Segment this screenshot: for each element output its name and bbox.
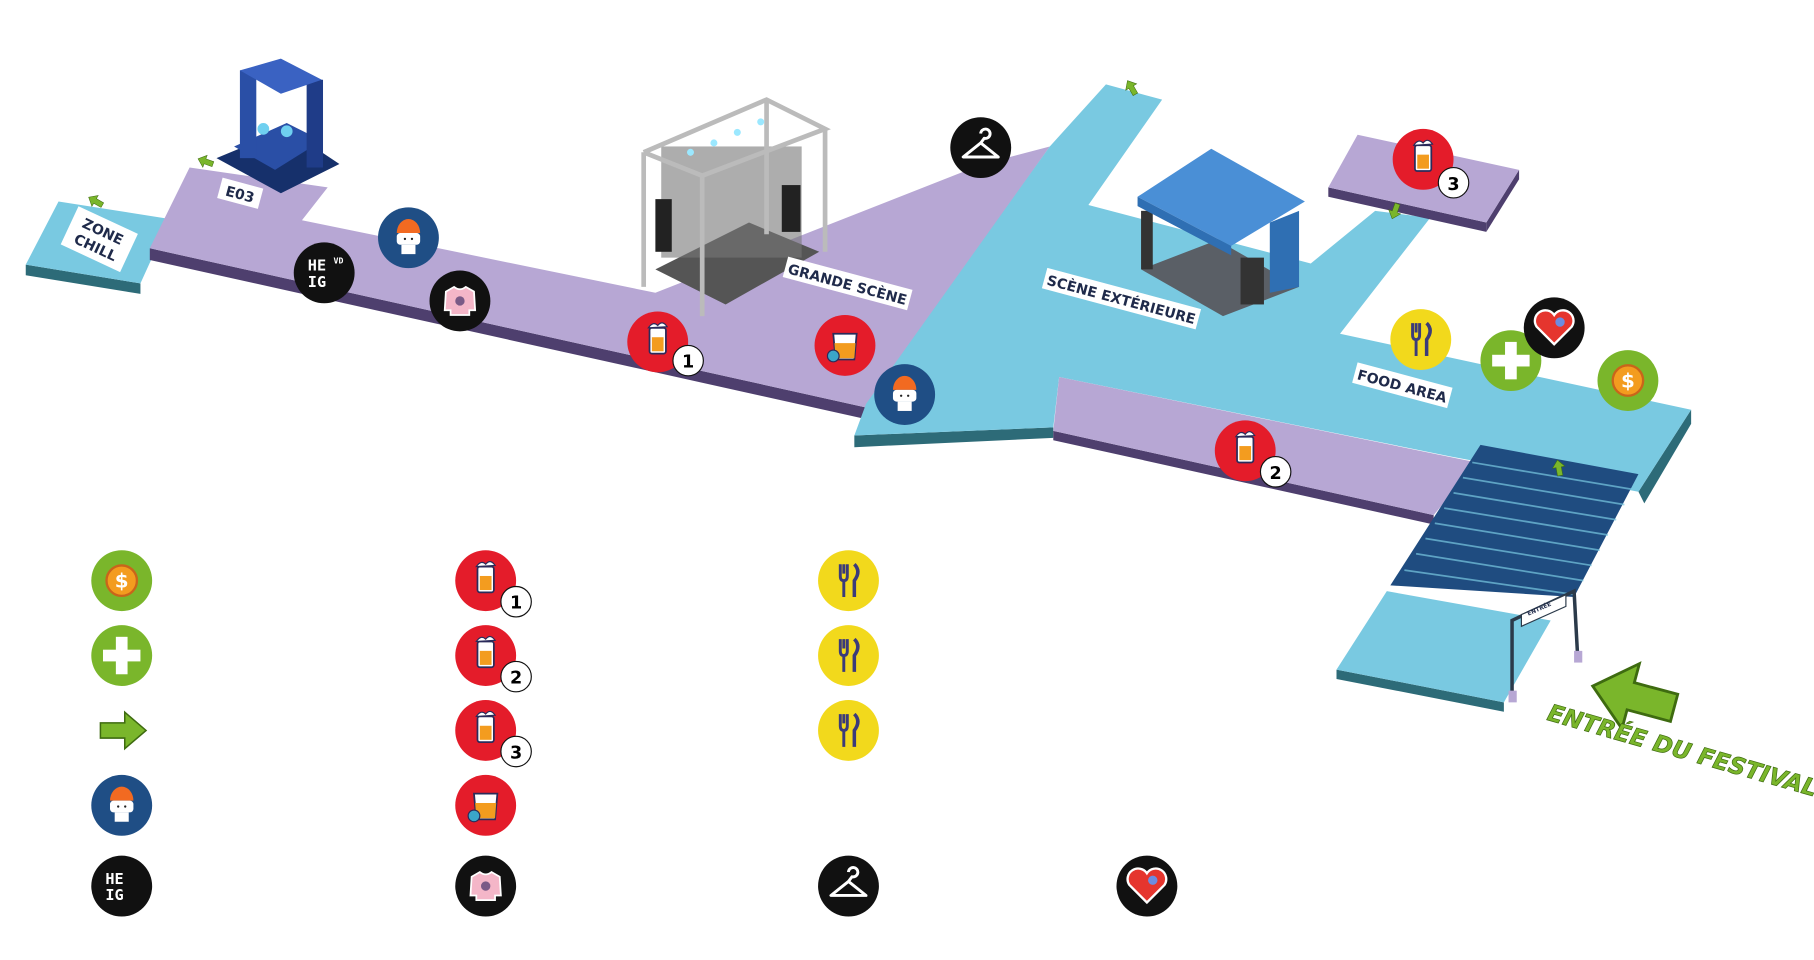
- sweater-icon: [443, 286, 477, 316]
- legend-item-cloakroom: [818, 855, 879, 917]
- cashpoint-marker[interactable]: [1597, 350, 1659, 411]
- bar-2-marker[interactable]: 2: [1214, 420, 1292, 488]
- heig-logo: VD: [334, 255, 344, 265]
- direction-arrow-icon: [195, 152, 216, 171]
- svg-text:IG: IG: [308, 273, 326, 291]
- bar-number-badge: 2: [510, 669, 522, 689]
- svg-text:HE: HE: [105, 870, 123, 888]
- e03-building: [216, 58, 340, 194]
- grande-scene-stage: [641, 97, 831, 317]
- coin-icon: [105, 564, 139, 598]
- legend-item-heart: [1116, 855, 1178, 917]
- e03-label-text: E03: [224, 184, 256, 207]
- beer-icon: [475, 560, 496, 594]
- bar-number-badge: 3: [510, 744, 522, 764]
- beer-icon: [475, 635, 496, 669]
- beer-icon: [1412, 139, 1434, 172]
- legend-item-coin: [91, 550, 153, 612]
- legend-item-drinks: [455, 774, 517, 836]
- coin-icon: [1611, 364, 1645, 397]
- legend-item-toilet: [91, 774, 153, 836]
- drinks-marker[interactable]: [814, 314, 876, 376]
- legend-item-food: [818, 700, 879, 761]
- beer-icon: [475, 710, 496, 744]
- svg-text:IG: IG: [105, 886, 123, 904]
- first-aid-marker[interactable]: [1480, 330, 1542, 392]
- legend-item-first-aid: [91, 625, 153, 686]
- bar-number-badge: 1: [682, 353, 694, 373]
- bar-number-badge: 3: [1447, 175, 1459, 195]
- legend-item-bar-2: 2: [455, 625, 532, 693]
- legend-item-merch: [455, 855, 517, 917]
- food-marker[interactable]: [1390, 309, 1452, 370]
- legend-item-food: [818, 550, 879, 612]
- bar-1-marker[interactable]: 1: [627, 311, 704, 377]
- legend-item-bar-3: 3: [455, 700, 532, 768]
- cloakroom-marker[interactable]: [950, 117, 1012, 179]
- legend-item-direction: [99, 711, 147, 750]
- legend-item-bar-1: 1: [455, 550, 532, 618]
- beer-icon: [647, 321, 668, 355]
- sweater-icon: [469, 871, 502, 902]
- beer-icon: [1234, 430, 1256, 464]
- merch-marker[interactable]: [429, 270, 491, 332]
- heart-marker[interactable]: [1523, 297, 1585, 359]
- bar-number-badge: 1: [510, 594, 522, 614]
- scene-exterieure-stage: [1137, 148, 1305, 317]
- stairs[interactable]: [1336, 444, 1639, 712]
- entrance-gate: ENTRÉE: [1508, 588, 1583, 703]
- toilet-marker[interactable]: [874, 364, 936, 425]
- bar-3-marker[interactable]: 3: [1392, 128, 1470, 199]
- direction-arrow-icon: [99, 711, 147, 750]
- toilet-marker[interactable]: [378, 207, 439, 269]
- bar-number-badge: 2: [1270, 464, 1282, 484]
- legend-item-food: [818, 625, 879, 686]
- entree-festival-label: ENTRÉE DU FESTIVAL: [1545, 699, 1814, 803]
- svg-text:HE: HE: [308, 257, 326, 275]
